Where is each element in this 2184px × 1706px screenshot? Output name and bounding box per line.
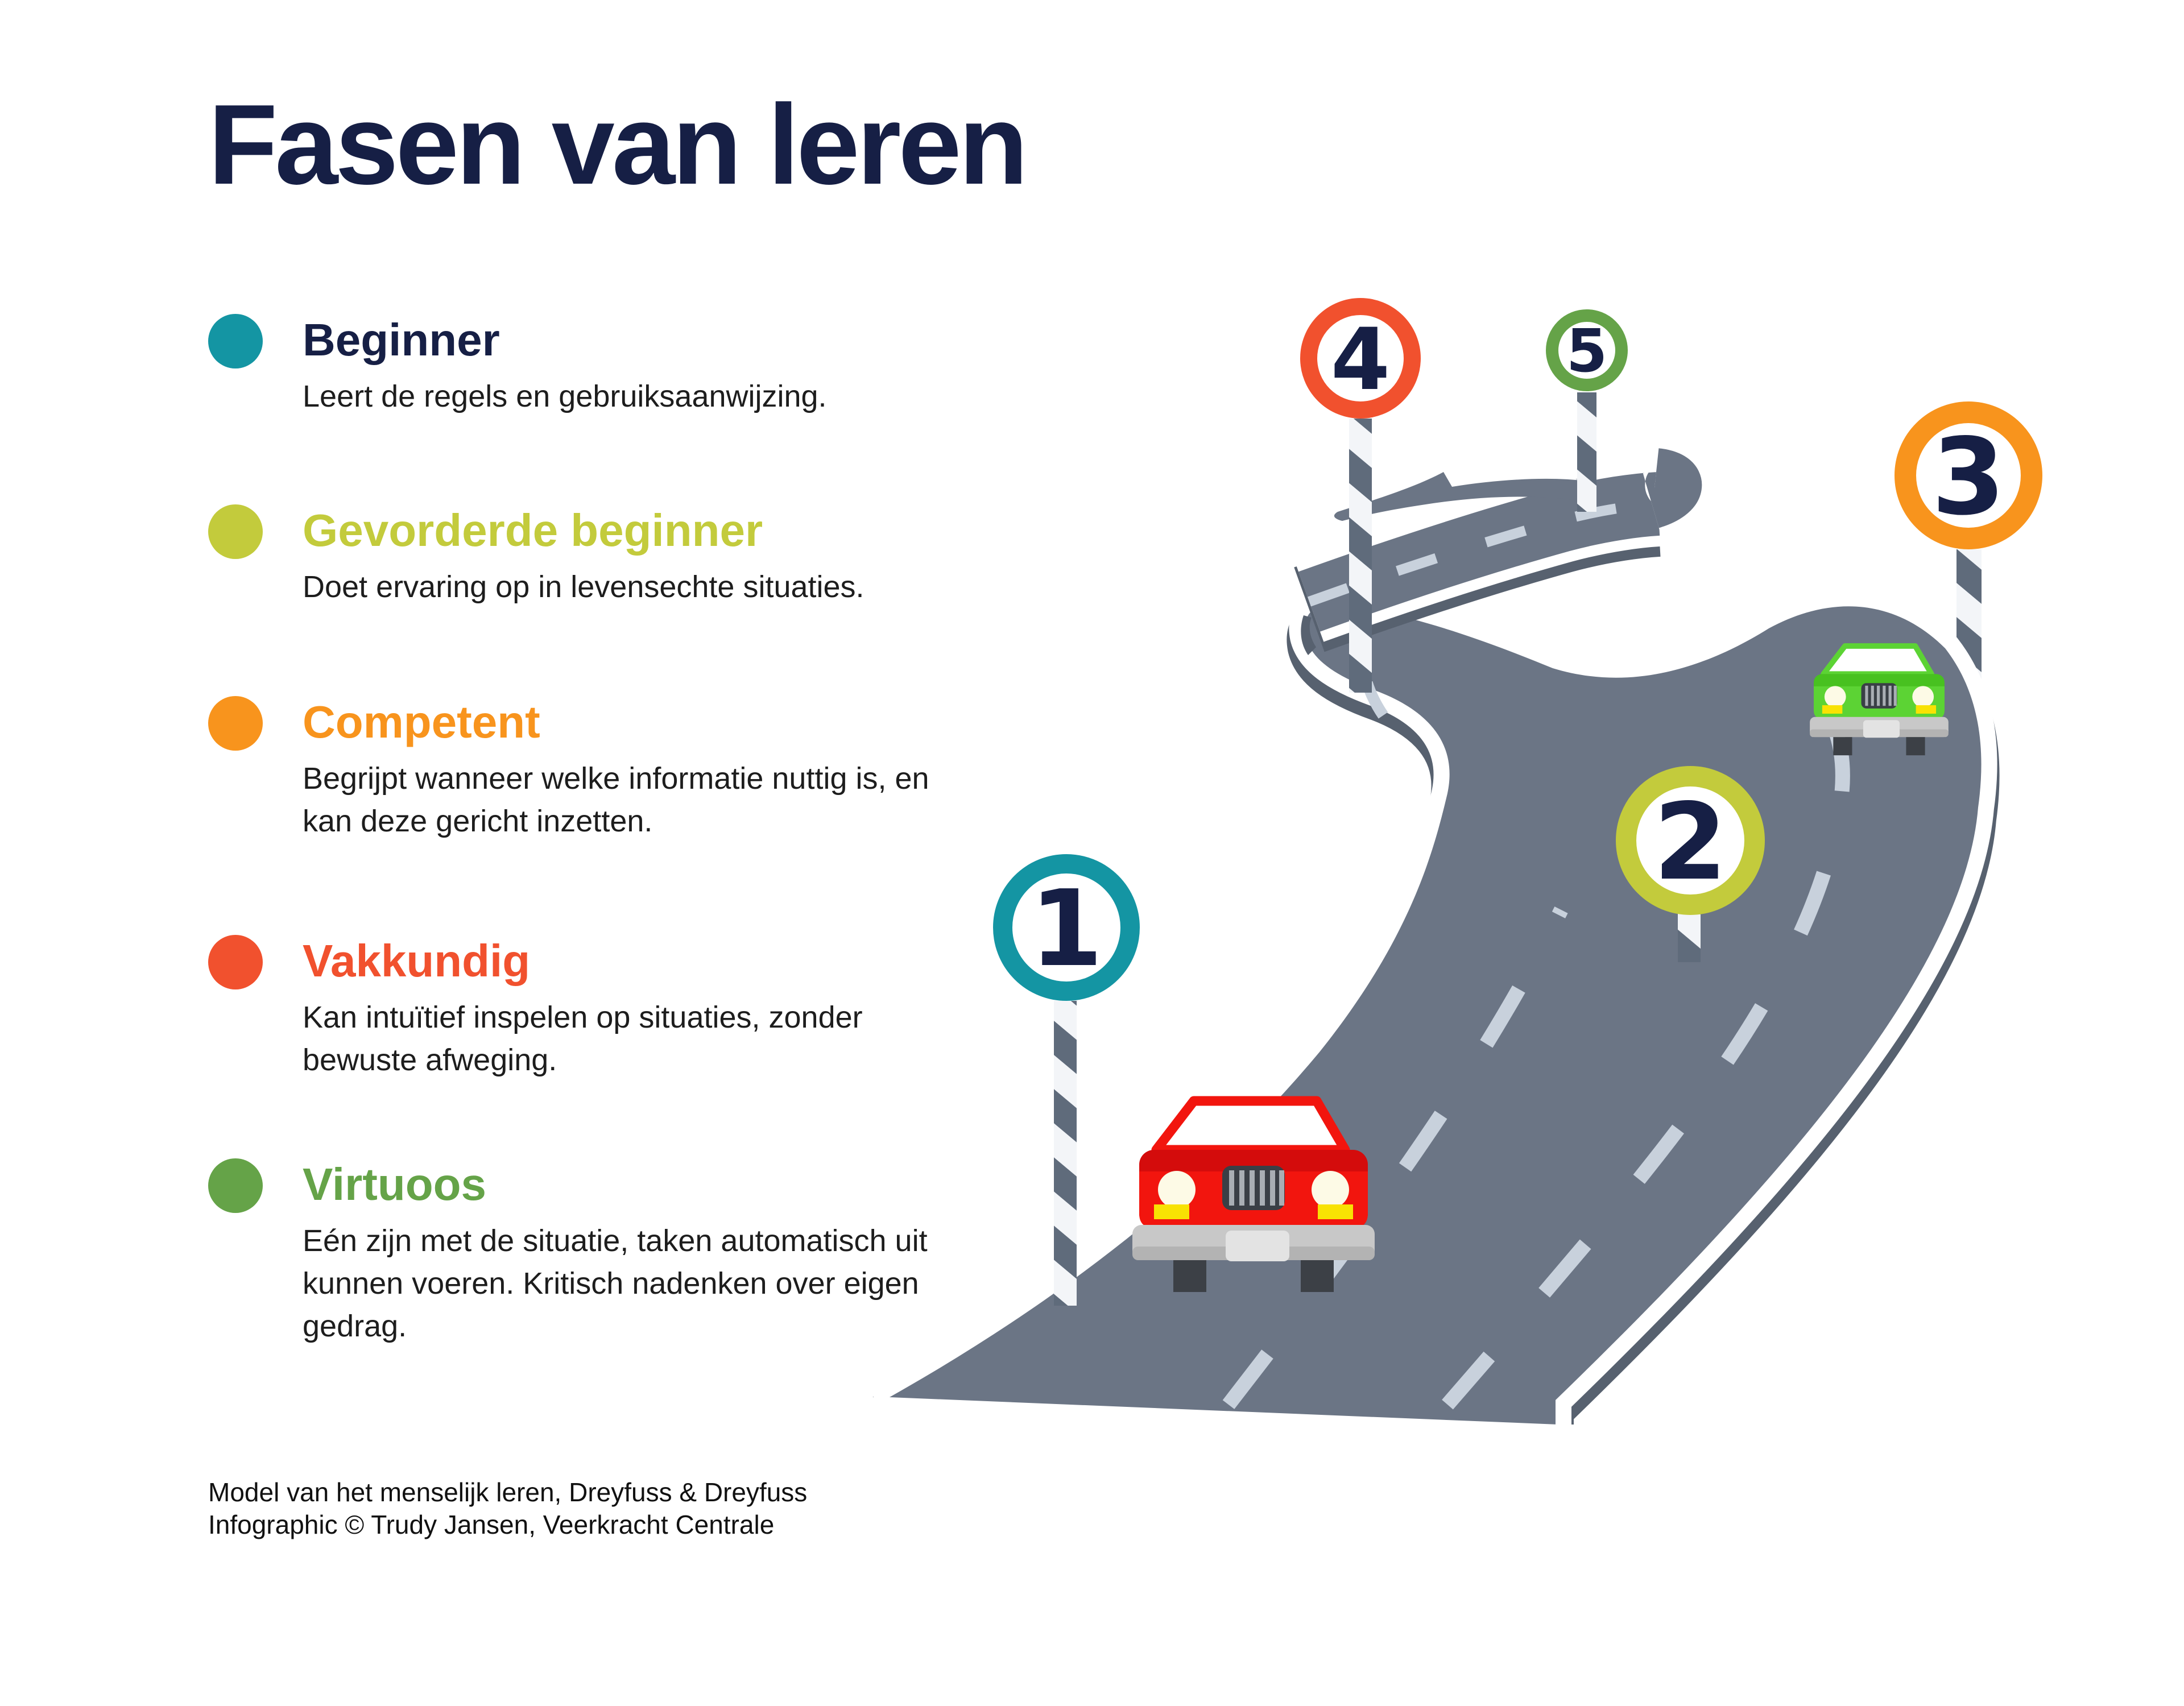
milestone-pole-5 [1577, 392, 1596, 512]
stage-item-virtuoos: Virtuoos Eén zijn met de situatie, taken… [208, 1158, 948, 1348]
sign-number-3: 3 [1931, 415, 2005, 539]
red-car [1132, 1096, 1375, 1292]
milestone-sign-4: 4 [1300, 298, 1421, 419]
sign-number-1: 1 [1030, 867, 1103, 990]
stage-title: Beginner [303, 314, 500, 365]
sign-ring-4 [1300, 298, 1421, 419]
stage-item-gevorderde-beginner: Gevorderde beginner Doet ervaring op in … [208, 504, 948, 608]
sign-ring-5 [1546, 309, 1628, 391]
red-car-indicator-left [1154, 1204, 1189, 1219]
green-car-wheel-left [1833, 737, 1852, 756]
red-car-windshield [1151, 1096, 1350, 1155]
milestone-pole-4 [1349, 419, 1372, 693]
green-car-wheel-right [1906, 737, 1925, 756]
stage-title: Virtuoos [303, 1159, 487, 1210]
lane-dash-curve [1357, 626, 1388, 719]
red-car-grille-bars [1229, 1170, 1284, 1206]
red-car-indicator-right [1318, 1204, 1353, 1219]
stage-item-vakkundig: Vakkundig Kan intuïtief inspelen op situ… [208, 935, 948, 1082]
road-main [890, 604, 1982, 1490]
milestone-pole-2 [1678, 908, 1701, 962]
milestone-sign-3: 3 [1895, 401, 2042, 549]
stage-title: Vakkundig [303, 935, 531, 986]
sign-number-2: 2 [1653, 780, 1727, 904]
red-car-wheel-right [1301, 1260, 1334, 1292]
red-car-headlight-right [1312, 1171, 1349, 1208]
green-car-plate [1863, 720, 1900, 738]
stage-bullet [208, 1158, 263, 1213]
stage-item-competent: Competent Begrijpt wanneer welke informa… [208, 696, 948, 843]
stage-bullet [208, 504, 263, 559]
green-car-headlight-left [1824, 686, 1846, 708]
red-car-plate [1226, 1231, 1289, 1261]
credit-line-author: Infographic © Trudy Jansen, Veerkracht C… [208, 1509, 775, 1539]
milestone-sign-2: 2 [1616, 766, 1765, 915]
stage-item-beginner: Beginner Leert de regels en gebruiksaanw… [208, 314, 948, 418]
road-cap-shadow [1301, 615, 1316, 655]
green-car-headlight-right [1912, 686, 1934, 708]
sign-number-4: 4 [1331, 310, 1390, 409]
sign-number-5: 5 [1566, 316, 1607, 386]
stage-title: Gevorderde beginner [303, 505, 763, 556]
arrow-swoosh [1334, 472, 1596, 521]
lane-dash-left [1222, 906, 1568, 1409]
stage-description: Begrijpt wanneer welke informatie nuttig… [303, 761, 929, 839]
stage-description: Eén zijn met de situatie, taken automati… [303, 1224, 928, 1344]
sign-ring-3 [1895, 401, 2042, 549]
page-title: Fasen van leren [208, 81, 1028, 208]
milestone-pole-1 [1054, 1001, 1077, 1306]
stage-description: Kan intuïtief inspelen op situaties, zon… [303, 1000, 863, 1078]
road-bend-right [1652, 472, 1678, 505]
green-car-windshield [1821, 643, 1934, 677]
sign-ring-2 [1616, 766, 1765, 915]
milestone-sign-5: 5 [1546, 309, 1628, 391]
credit-line-model: Model van het menselijk leren, Dreyfuss … [208, 1477, 808, 1507]
credits: Model van het menselijk leren, Dreyfuss … [208, 1476, 807, 1541]
green-car [1810, 643, 1949, 756]
milestone-sign-1: 1 [993, 854, 1140, 1001]
stage-title: Competent [303, 697, 540, 747]
red-car-wheel-left [1173, 1260, 1206, 1292]
sign-ring-1 [993, 854, 1140, 1001]
road-bottom-cut [739, 1397, 1763, 1706]
red-car-headlight-left [1158, 1171, 1196, 1208]
stage-bullet [208, 935, 263, 989]
stage-bullet [208, 314, 263, 368]
stage-bullet [208, 696, 263, 751]
stage-description: Leert de regels en gebruiksaanwijzing. [303, 379, 827, 413]
bend-surface [1652, 472, 1678, 505]
green-car-indicator-right [1916, 705, 1937, 714]
stage-description: Doet ervaring op in levensechte situatie… [303, 570, 864, 604]
green-car-indicator-left [1822, 705, 1843, 714]
green-car-grille-bars [1865, 685, 1897, 706]
